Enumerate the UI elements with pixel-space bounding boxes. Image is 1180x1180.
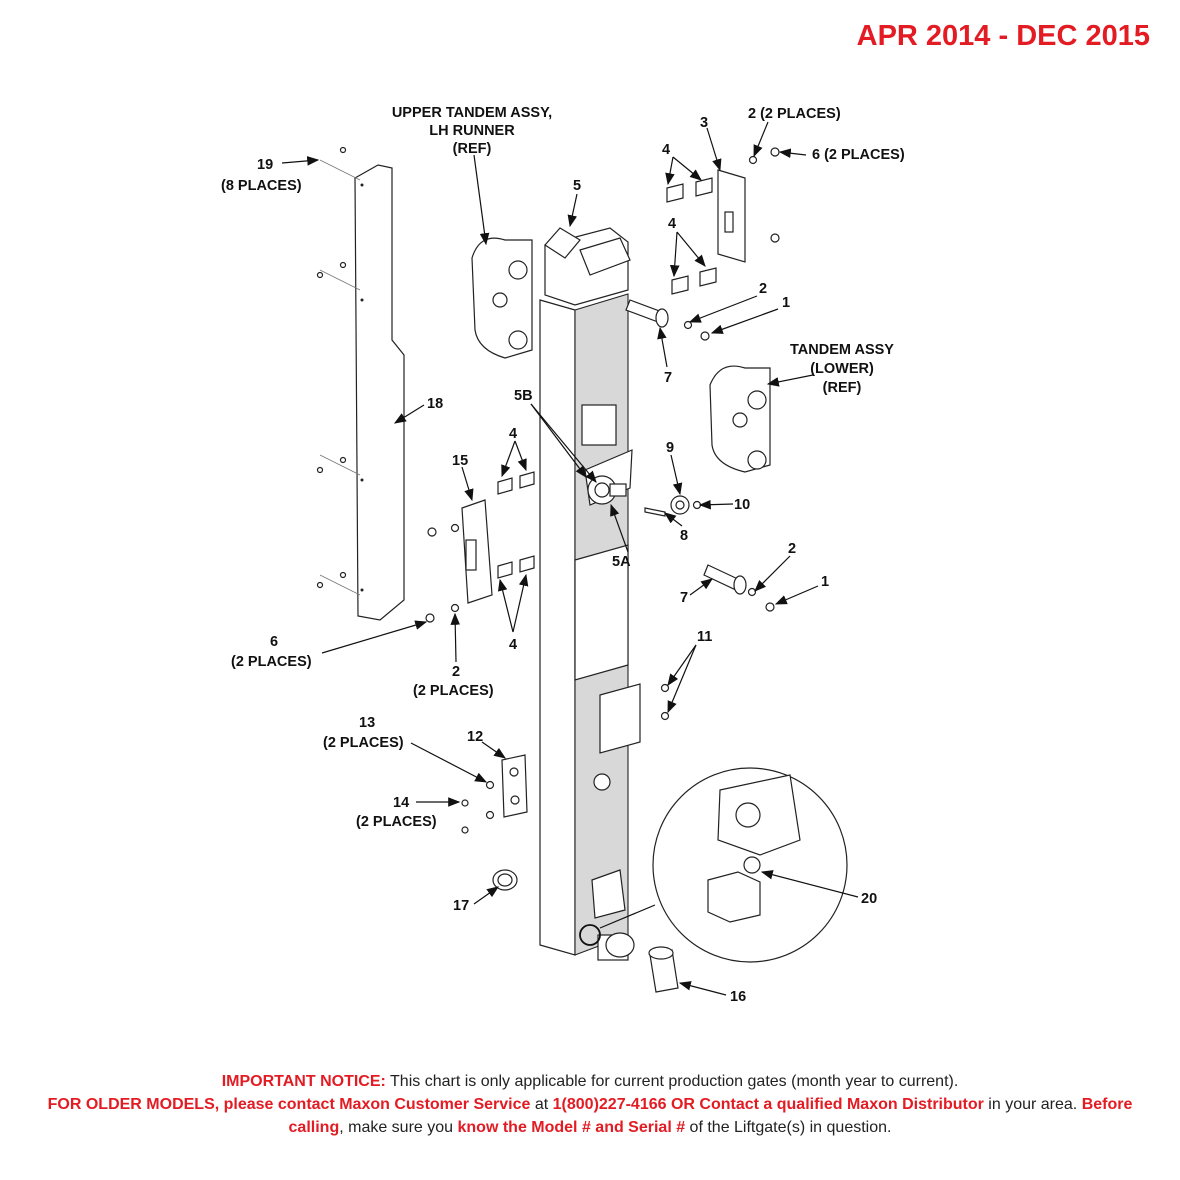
plate-18 — [319, 159, 405, 621]
shims-4-mid — [497, 471, 535, 579]
label-1-b: 1 — [821, 574, 829, 590]
label-15: 15 — [452, 453, 468, 469]
notice-older-models: FOR OLDER MODELS, please contact Maxon C… — [47, 1096, 531, 1113]
notice-make-sure: , make sure you — [339, 1119, 458, 1136]
lower-tandem-assy — [709, 365, 771, 473]
label-3: 3 — [700, 115, 708, 131]
label-upper-tandem-1: UPPER TANDEM ASSY, — [392, 105, 552, 121]
label-upper-tandem-2: LH RUNNER — [429, 123, 515, 139]
notice-line1: This chart is only applicable for curren… — [385, 1073, 959, 1090]
label-5a: 5A — [612, 554, 631, 570]
label-2-2places-top: 2 (2 PLACES) — [748, 106, 841, 122]
label-5b: 5B — [514, 388, 533, 404]
label-2-left-places: (2 PLACES) — [413, 683, 494, 699]
label-2-a: 2 — [759, 281, 767, 297]
label-19: 19 — [257, 157, 273, 173]
collar — [605, 932, 635, 958]
bolt-8 — [644, 507, 666, 517]
label-1-a: 1 — [782, 295, 790, 311]
label-5: 5 — [573, 178, 581, 194]
date-range-title: APR 2014 - DEC 2015 — [856, 20, 1150, 52]
notice-area: in your area. — [983, 1096, 1082, 1113]
label-13-places: (2 PLACES) — [323, 735, 404, 751]
important-notice: IMPORTANT NOTICE: This chart is only app… — [40, 1070, 1140, 1139]
exploded-parts-diagram: UPPER TANDEM ASSY, LH RUNNER (REF) TANDE… — [221, 105, 905, 1005]
label-16: 16 — [730, 989, 746, 1005]
label-6-left-places: (2 PLACES) — [231, 654, 312, 670]
bushing-17 — [492, 869, 518, 891]
fasteners — [316, 146, 780, 834]
notice-before-calling: Before calling — [288, 1096, 1133, 1136]
label-upper-tandem-3: (REF) — [453, 141, 492, 157]
upper-tandem-assy — [471, 237, 533, 359]
label-20: 20 — [861, 891, 877, 907]
label-6-2places-top: 6 (2 PLACES) — [812, 147, 905, 163]
label-4-d: 4 — [509, 637, 517, 653]
label-10: 10 — [734, 497, 750, 513]
pin-7-lower — [703, 564, 747, 595]
label-13: 13 — [359, 715, 375, 731]
label-7-a: 7 — [664, 370, 672, 386]
notice-important: IMPORTANT NOTICE: — [221, 1073, 386, 1090]
labels: UPPER TANDEM ASSY, LH RUNNER (REF) TANDE… — [221, 105, 905, 1005]
label-19-places: (8 PLACES) — [221, 178, 302, 194]
label-7-b: 7 — [680, 590, 688, 606]
bushing-16 — [648, 946, 679, 993]
bracket-15 — [461, 499, 493, 604]
notice-at: at — [530, 1096, 553, 1113]
label-18: 18 — [427, 396, 443, 412]
bracket-3 — [717, 169, 746, 263]
label-11: 11 — [697, 629, 712, 645]
detail-circle-20 — [579, 767, 848, 963]
main-column-5 — [539, 227, 641, 961]
label-9: 9 — [666, 440, 674, 456]
leader-lines — [281, 121, 859, 996]
bar-12 — [501, 754, 528, 818]
label-4-b: 4 — [668, 216, 676, 232]
pin-7-upper — [625, 299, 669, 328]
label-17: 17 — [453, 898, 469, 914]
label-6-left: 6 — [270, 634, 278, 650]
washer-9 — [670, 495, 690, 515]
notice-phone: 1(800)227-4166 OR Contact a qualified Ma… — [552, 1096, 984, 1113]
shims-4-top — [666, 177, 717, 295]
label-tandem-lower-3: (REF) — [823, 380, 862, 396]
notice-model-serial: know the Model # and Serial # — [457, 1119, 686, 1136]
label-4-c: 4 — [509, 426, 517, 442]
label-12: 12 — [467, 729, 483, 745]
label-14: 14 — [393, 795, 409, 811]
label-tandem-lower-1: TANDEM ASSY — [790, 342, 894, 358]
label-8: 8 — [680, 528, 688, 544]
label-2-b: 2 — [788, 541, 796, 557]
label-tandem-lower-2: (LOWER) — [810, 361, 874, 377]
label-4-a: 4 — [662, 142, 670, 158]
label-14-places: (2 PLACES) — [356, 814, 437, 830]
shaft-5a-5b — [587, 475, 627, 505]
label-2-left: 2 — [452, 664, 460, 680]
notice-tail: of the Liftgate(s) in question. — [685, 1119, 892, 1136]
